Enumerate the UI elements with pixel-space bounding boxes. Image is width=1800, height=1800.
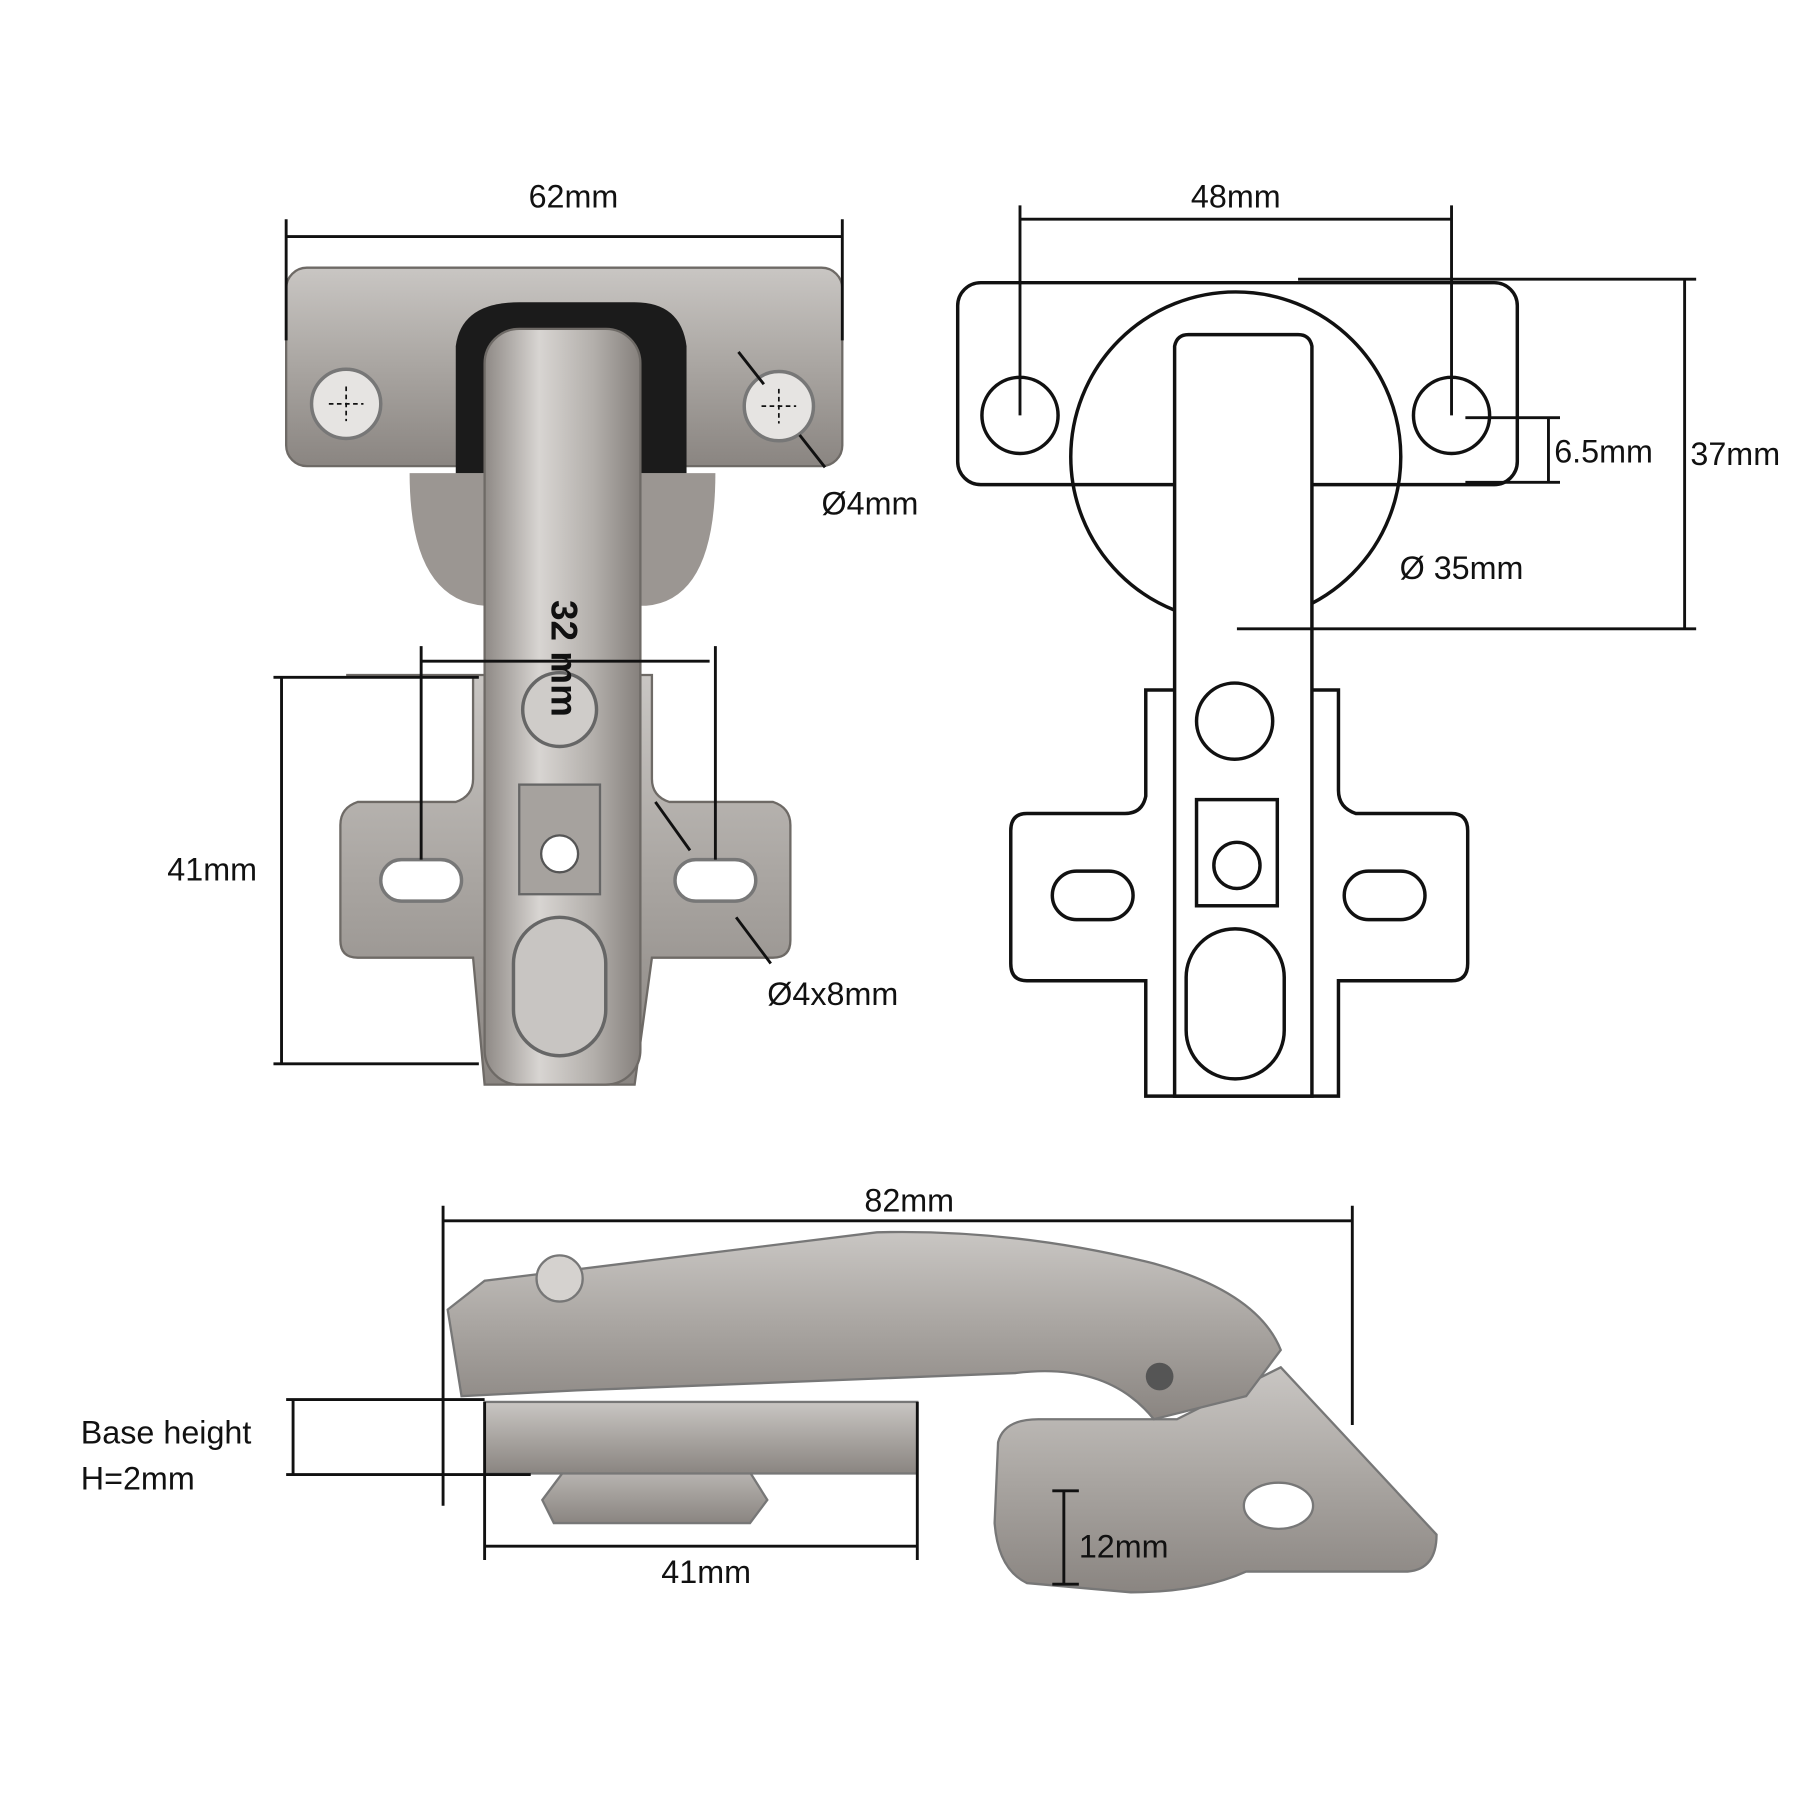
outline-view-dimensions: 48mm 6.5mm 37mm Ø 35mm: [1018, 179, 1780, 631]
side-view-hinge: [446, 1230, 1438, 1594]
side-view-dimensions: 82mm Base height H=2mm 41mm 12mm: [81, 1183, 1354, 1590]
adjust-screw-bottom: [511, 915, 608, 1058]
side-plate-base: [483, 1400, 919, 1475]
slot-right: [673, 857, 758, 903]
outline-slot-left: [1050, 869, 1135, 922]
hole-distance-label: 48mm: [1191, 179, 1281, 215]
slot-label: Ø4x8mm: [767, 976, 898, 1012]
side-arm: [446, 1230, 1283, 1421]
base-length-label: 41mm: [661, 1554, 751, 1590]
offset-label: 6.5mm: [1554, 434, 1653, 470]
base-height-label: Base height: [81, 1414, 252, 1450]
base-height-value: H=2mm: [81, 1461, 195, 1497]
cup-diameter-label: Ø 35mm: [1400, 550, 1524, 586]
front-view-dimensions: 62mm Ø4mm 32 mm 41mm Ø4x8mm: [167, 179, 919, 1066]
length-label: 82mm: [864, 1183, 954, 1219]
adjust-screw-top: [520, 670, 599, 749]
outline-screw-bottom: [1184, 927, 1286, 1081]
slot-left: [379, 857, 464, 903]
side-cup: [993, 1365, 1438, 1594]
outline-slot-right: [1342, 869, 1427, 922]
screw-hole-label: Ø4mm: [822, 486, 919, 522]
front-view-hinge: [285, 266, 844, 1086]
width-label: 62mm: [529, 179, 619, 215]
depth-label: 37mm: [1690, 436, 1780, 472]
clip-block: [518, 783, 602, 896]
height-label: 41mm: [167, 851, 257, 887]
hole-spacing-label: 32 mm: [544, 600, 585, 717]
outline-screw-top: [1194, 681, 1275, 761]
cup-depth-label: 12mm: [1079, 1529, 1169, 1565]
outline-view-hinge: [955, 280, 1520, 1098]
